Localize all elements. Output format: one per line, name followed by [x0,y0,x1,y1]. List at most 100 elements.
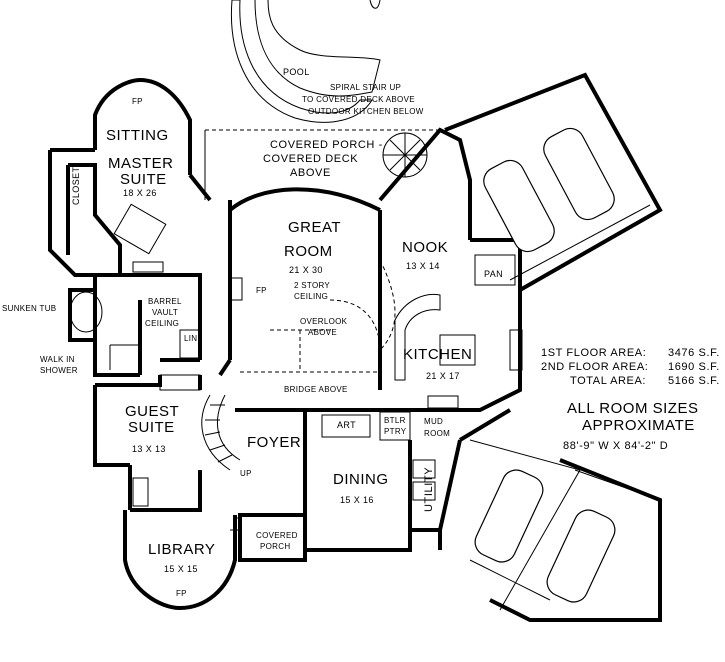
kitchen-label: KITCHEN [403,346,473,363]
foyer-label: FOYER [247,434,302,451]
great-room-label-1: GREAT [288,219,342,236]
barrel-vault-label-3: CEILING [145,319,180,328]
second-floor-area-value: 1690 S.F. [668,361,720,373]
kitchen-island [394,293,441,381]
kitchen-size: 21 X 17 [426,371,460,381]
kitchen-range [427,395,459,409]
master-suite-label-2: SUITE [120,171,167,188]
pantry [474,254,516,286]
covered-porch-deck-label-1: COVERED PORCH - [270,139,383,151]
pool-outline [230,0,373,123]
vanity [132,261,164,273]
barrel-vault-label-1: BARREL [148,297,182,306]
covered-porch-box [238,513,307,562]
spiral-stair-label-2: TO COVERED DECK ABOVE [302,95,415,104]
fp-master-label: FP [132,97,143,106]
overall-dimensions: 88'-9" W X 84'-2" D [563,440,669,452]
great-room-dashes [240,329,380,373]
lin-label: LIN [184,334,198,343]
lower-garage-wall [458,408,662,622]
total-area-value: 5166 S.F. [668,375,720,387]
dryer [412,481,436,501]
guest-suite-label-1: GUEST [125,403,180,420]
washer [412,459,436,479]
sink-counter [509,329,523,371]
art-niche [321,414,371,438]
walk-in-shower-label-1: WALK IN [40,355,75,364]
guest-suite-size: 13 X 13 [132,444,166,454]
master-suite-wall [48,148,212,277]
great-room-note-2: CEILING [294,292,329,301]
utility-wall [408,408,480,550]
walk-in-shower-label-2: SHOWER [40,366,78,375]
stair-treads [204,404,233,463]
master-suite-label-1: MASTER [108,155,174,172]
pan-label: PAN [484,269,504,279]
up-label: UP [240,469,252,478]
upper-garage-door [509,204,651,281]
mud-room-label-2: ROOM [424,429,451,438]
bridge-above-label: BRIDGE ABOVE [284,385,348,394]
first-floor-area-label: 1ST FLOOR AREA: [541,347,647,359]
btlr-ptry-label-2: PTRY [384,427,407,436]
upper-car-2 [543,127,615,221]
lower-car-2 [546,509,616,603]
spiral-stair-label-1: SPIRAL STAIR UP [330,83,402,92]
covered-porch-deck-label-2: COVERED DECK [263,153,359,165]
sunken-tub-label: SUNKEN TUB [2,304,57,313]
bath-walls [93,273,202,377]
library-size: 15 X 15 [164,564,198,574]
guest-bath [128,465,202,512]
master-bed [113,203,167,255]
shower-walls [109,344,140,370]
great-room-fireplace [229,277,243,301]
utility-label: UTILITY [423,466,435,512]
spiral-stair-label-3: OUTDOOR KITCHEN BELOW [308,107,424,116]
dining-size: 15 X 16 [340,495,374,505]
guest-suite-label-2: SUITE [128,419,175,436]
upper-car-1 [483,159,555,253]
sunken-tub [69,291,103,333]
mud-room-label-1: MUD [424,417,444,426]
guest-tub [132,477,149,507]
lower-garage-outline [469,439,581,611]
pool-label: POOL [283,67,310,77]
curved-stair [201,394,241,471]
pool-water-edge [369,0,381,9]
closet-wall [66,163,122,275]
library-label: LIBRARY [148,541,216,558]
master-suite-size: 18 X 26 [123,188,157,198]
dining-label: DINING [333,471,389,488]
guest-closet [159,374,201,391]
closet-label: CLOSET [71,166,81,205]
library-wall [123,510,237,611]
second-floor-area-label: 2ND FLOOR AREA: [541,361,649,373]
overlook-line [329,259,396,351]
art-label: ART [337,420,357,430]
sitting-label: SITTING [106,127,169,144]
lin-closet [179,329,201,359]
kitchen-nook-wall [378,127,522,412]
great-room-note-1: 2 STORY [294,281,331,290]
great-room-label-2: ROOM [284,243,333,260]
room-sizes-note-1: ALL ROOM SIZES [567,400,699,417]
sitting-room-wall [93,77,192,175]
nook-label: NOOK [402,239,449,256]
upper-garage-wall [444,72,663,292]
first-floor-area-value: 3476 S.F. [668,347,720,359]
great-room-size: 21 X 30 [289,265,323,275]
covered-porch-label-2: PORCH [260,542,291,551]
nook-size: 13 X 14 [406,261,440,271]
room-sizes-note-2: APPROXIMATE [582,417,695,434]
overlook-label-2: ABOVE [308,328,338,337]
lower-car-1 [474,469,544,563]
spiral-treads [383,133,427,177]
overlook-label-1: OVERLOOK [300,317,348,326]
lower-garage-door [574,469,661,501]
pool-curve [254,0,381,97]
sunken-tub-wall [68,275,97,342]
kitchen-counter [439,334,476,366]
covered-porch-label-1: COVERED [256,531,298,540]
btlr-ptry-label-1: BTLR [384,416,406,425]
